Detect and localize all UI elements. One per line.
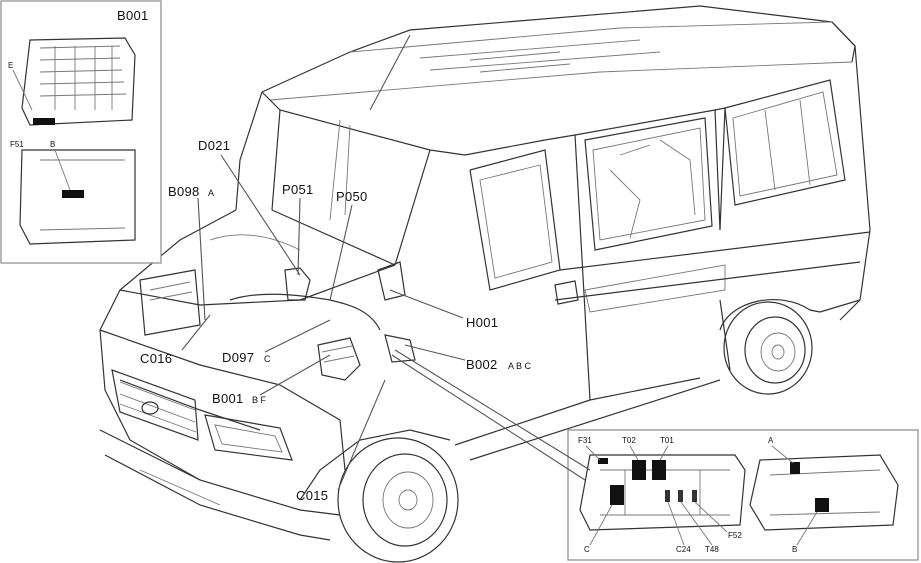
connector-t02 <box>632 460 646 480</box>
inset-top-left-label-f51: F51 <box>10 140 24 149</box>
leader-lines <box>181 34 591 491</box>
connector-c <box>610 485 624 505</box>
inset-br-label-t48: T48 <box>705 545 719 554</box>
van-illustration <box>99 5 871 563</box>
inset-top-left-label-b: B <box>50 140 55 149</box>
inset-br-label-t02: T02 <box>622 436 636 445</box>
inset-top-left-label-e: E <box>8 61 13 70</box>
connector-a <box>790 462 800 474</box>
inset-br-label-f31: F31 <box>578 436 592 445</box>
rear-wheel <box>723 301 813 395</box>
component-labels: D021 B098 A P051 P050 H001 B002 A B C C0… <box>140 138 532 503</box>
label-d097-suffix: C <box>264 354 271 364</box>
label-c016: C016 <box>140 351 172 366</box>
label-h001: H001 <box>466 315 498 330</box>
label-p051: P051 <box>282 182 314 197</box>
inset-br-label-a: A <box>768 436 774 445</box>
label-b001-suffix: B F <box>252 395 267 405</box>
connector-marker <box>62 190 84 198</box>
connector-t01 <box>652 460 666 480</box>
inset-br-label-c: C <box>584 545 590 554</box>
label-b002: B002 <box>466 357 498 372</box>
label-p050: P050 <box>336 189 368 204</box>
inset-br-label-f52: F52 <box>728 531 742 540</box>
front-wheel <box>337 437 459 563</box>
inset-br-label-b: B <box>792 545 797 554</box>
inset-top-left: B001 E F51 B <box>0 0 162 264</box>
label-b098-suffix: A <box>208 188 214 198</box>
label-b001: B001 <box>212 391 244 406</box>
inset-bottom-right: F31 T02 T01 A F52 C24 T48 C B <box>567 429 919 561</box>
inset-br-label-t01: T01 <box>660 436 674 445</box>
label-b098: B098 <box>168 184 200 199</box>
label-d097: D097 <box>222 350 254 365</box>
connector-b <box>815 498 829 512</box>
inset-top-left-title: B001 <box>117 8 149 23</box>
label-c015: C015 <box>296 488 328 503</box>
label-d021: D021 <box>198 138 230 153</box>
label-b002-suffix: A B C <box>508 361 532 371</box>
connector-marker <box>33 118 55 125</box>
inset-br-label-c24: C24 <box>676 545 691 554</box>
